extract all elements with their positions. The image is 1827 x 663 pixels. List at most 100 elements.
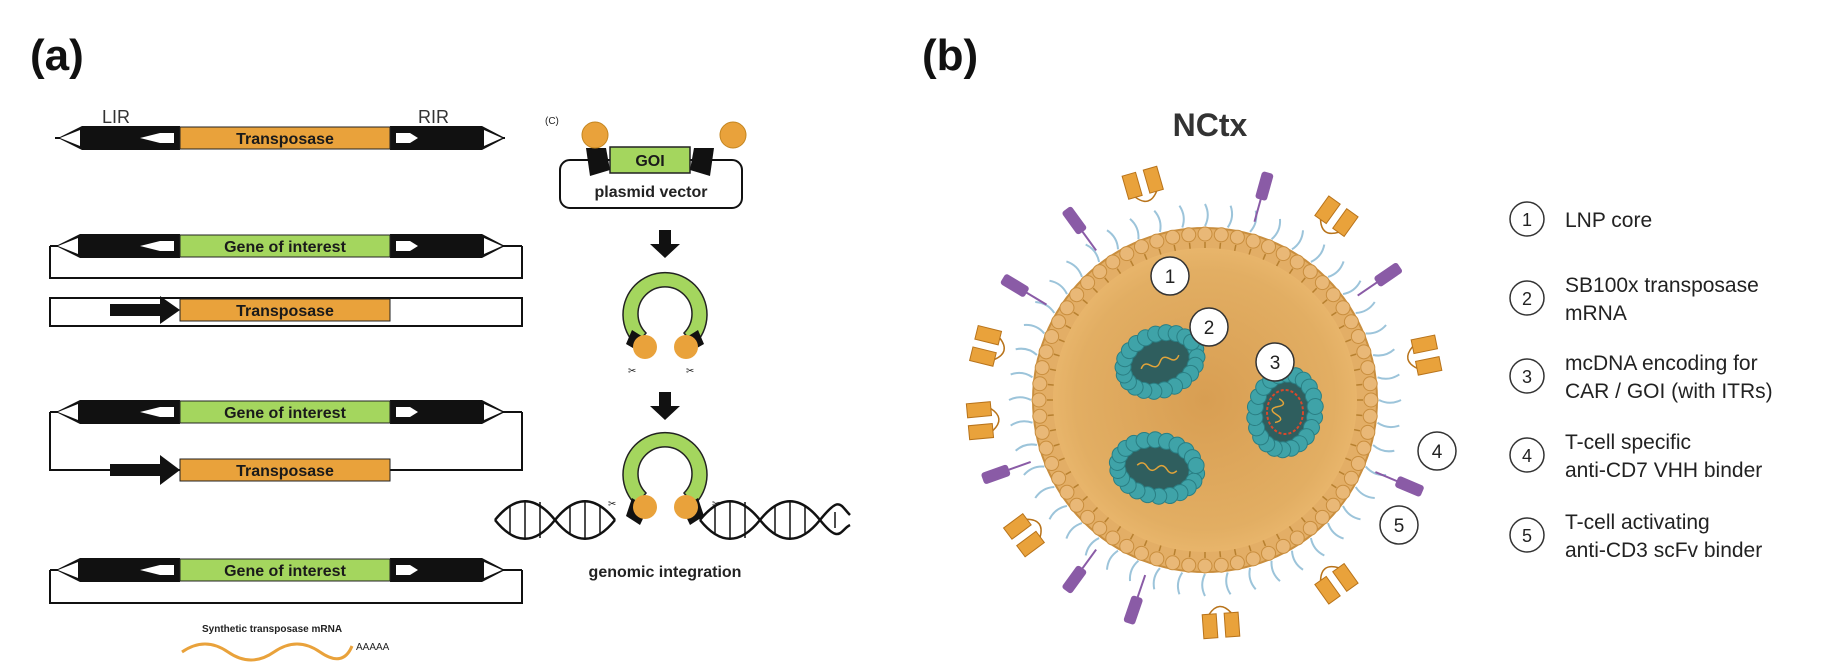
lipid-head <box>1181 227 1197 243</box>
callout-5: 5 <box>1379 505 1419 545</box>
goi-label: GOI <box>635 153 664 170</box>
peg-strand <box>1129 218 1140 240</box>
lnp-nanoparticle <box>965 165 1443 640</box>
lipid-head <box>1229 555 1245 571</box>
svg-text:LNP core: LNP core <box>1565 209 1652 232</box>
peg-strand <box>1342 505 1361 521</box>
lipid-head <box>1032 376 1048 392</box>
transposase-label: Transposase <box>236 131 334 148</box>
lipid-head <box>1197 558 1213 574</box>
cd3-scfv-binder <box>1314 562 1359 605</box>
genomic-integration-label: genomic integration <box>589 564 742 581</box>
callout-4: 4 <box>1417 431 1457 471</box>
peg-strand <box>1152 567 1161 590</box>
lipid-head <box>1197 226 1213 242</box>
lipid-head <box>1059 484 1075 500</box>
peg-strand <box>1015 443 1038 452</box>
legend-item-5: 5 T-cell activating anti-CD3 scFv binder <box>1509 511 1762 562</box>
peg-strand <box>1342 280 1362 296</box>
lipid-head <box>1343 470 1359 486</box>
svg-text:anti-CD7 VHH binder: anti-CD7 VHH binder <box>1565 459 1762 482</box>
lipid-head <box>1275 246 1291 262</box>
peg-strand <box>1310 244 1326 263</box>
lipid-head <box>1092 520 1108 536</box>
lipid-head <box>1034 360 1050 376</box>
lipid-head <box>1289 254 1305 270</box>
synthetic-mrna: Synthetic transposase mRNA AAAAA <box>181 624 390 662</box>
peg-strand <box>1226 205 1234 229</box>
rir-label: RIR <box>418 107 449 127</box>
minicircle-integration-panel: (C) GOI plasmid vector ✂ ✂ ✂ ✂ <box>494 116 851 581</box>
cd7-vhh-binder <box>1000 274 1029 297</box>
lipid-head <box>1038 440 1054 456</box>
lipid-head <box>1051 470 1067 486</box>
peg-strand <box>1128 559 1140 582</box>
cd7-vhh-binder <box>1062 206 1087 235</box>
peg-strand <box>1049 279 1068 295</box>
scissors-icon: ✂ <box>686 366 694 377</box>
peg-strand <box>1291 550 1304 571</box>
transposase-protein-right <box>719 121 747 149</box>
goi-label-row2: Gene of interest <box>224 239 346 256</box>
svg-text:SB100x transposase: SB100x transposase <box>1565 274 1759 297</box>
cd7-vhh-binder <box>981 464 1011 484</box>
transposase-protein-left <box>581 121 609 149</box>
svg-text:4: 4 <box>1432 442 1443 463</box>
lipid-head <box>1302 520 1318 536</box>
lipid-head <box>1044 456 1060 472</box>
lipid-head <box>1069 497 1085 513</box>
transposase-plasmid-row3: Transposase <box>49 296 523 327</box>
legend-item-2: 2 SB100x transposase mRNA <box>1509 274 1759 325</box>
peg-strand <box>1365 465 1387 477</box>
lipid-head <box>1335 484 1351 500</box>
peg-strand <box>1372 348 1395 357</box>
transposase-label-row3: Transposase <box>236 303 334 320</box>
peg-strand <box>1008 396 1032 401</box>
lipid-head <box>1034 424 1050 440</box>
lipid-head <box>1360 360 1376 376</box>
peg-strand <box>1309 537 1325 557</box>
transposase-gene-box <box>179 126 391 150</box>
peg-strand <box>1106 549 1119 570</box>
right-inverted-repeat <box>390 126 505 150</box>
surface-binders <box>965 165 1443 640</box>
svg-text:3: 3 <box>1270 353 1281 374</box>
legend-item-1: 1 LNP core <box>1509 201 1652 237</box>
peg-strand <box>1065 522 1083 539</box>
mrna-complex <box>1108 431 1206 505</box>
legend: 1 LNP core 2 SB100x transposase mRNA 3 m… <box>1509 201 1773 562</box>
peg-strand <box>1270 560 1281 582</box>
mrna-complex <box>1114 324 1206 400</box>
lipid-head <box>1325 287 1341 303</box>
peg-strand <box>1225 572 1232 595</box>
svg-text:mcDNA encoding for: mcDNA encoding for <box>1565 352 1758 375</box>
lipid-head <box>1149 233 1165 249</box>
excision-intermediate: ✂ ✂ <box>622 271 708 377</box>
lipid-head <box>1245 233 1261 249</box>
plasmid-vector-label: plasmid vector <box>595 184 708 201</box>
peg-strand <box>1378 399 1402 404</box>
lipid-head <box>1080 509 1096 525</box>
promoter-arrow <box>110 296 180 324</box>
lipid-head <box>1356 440 1372 456</box>
peg-strand <box>1176 571 1184 595</box>
peg-strand <box>1034 486 1055 499</box>
lipid-head <box>1343 314 1359 330</box>
scissors-icon: ✂ <box>608 499 616 510</box>
nctx-title: NCtx <box>1173 107 1248 143</box>
lipid-head <box>1165 555 1181 571</box>
lipid-head <box>1362 376 1378 392</box>
svg-text:2: 2 <box>1204 318 1215 339</box>
legend-item-4: 4 T-cell specific anti-CD7 VHH binder <box>1509 431 1762 482</box>
lipid-head <box>1059 300 1075 316</box>
lipid-head <box>1133 545 1149 561</box>
lipid-head <box>1363 392 1379 408</box>
peg-strand <box>1291 230 1304 251</box>
peg-corona <box>1008 203 1402 597</box>
peg-strand <box>1106 229 1119 250</box>
callout-2: 2 <box>1189 307 1229 347</box>
lipid-head <box>1356 344 1372 360</box>
svg-text:T-cell specific: T-cell specific <box>1565 431 1691 454</box>
svg-text:mRNA: mRNA <box>1565 302 1627 325</box>
